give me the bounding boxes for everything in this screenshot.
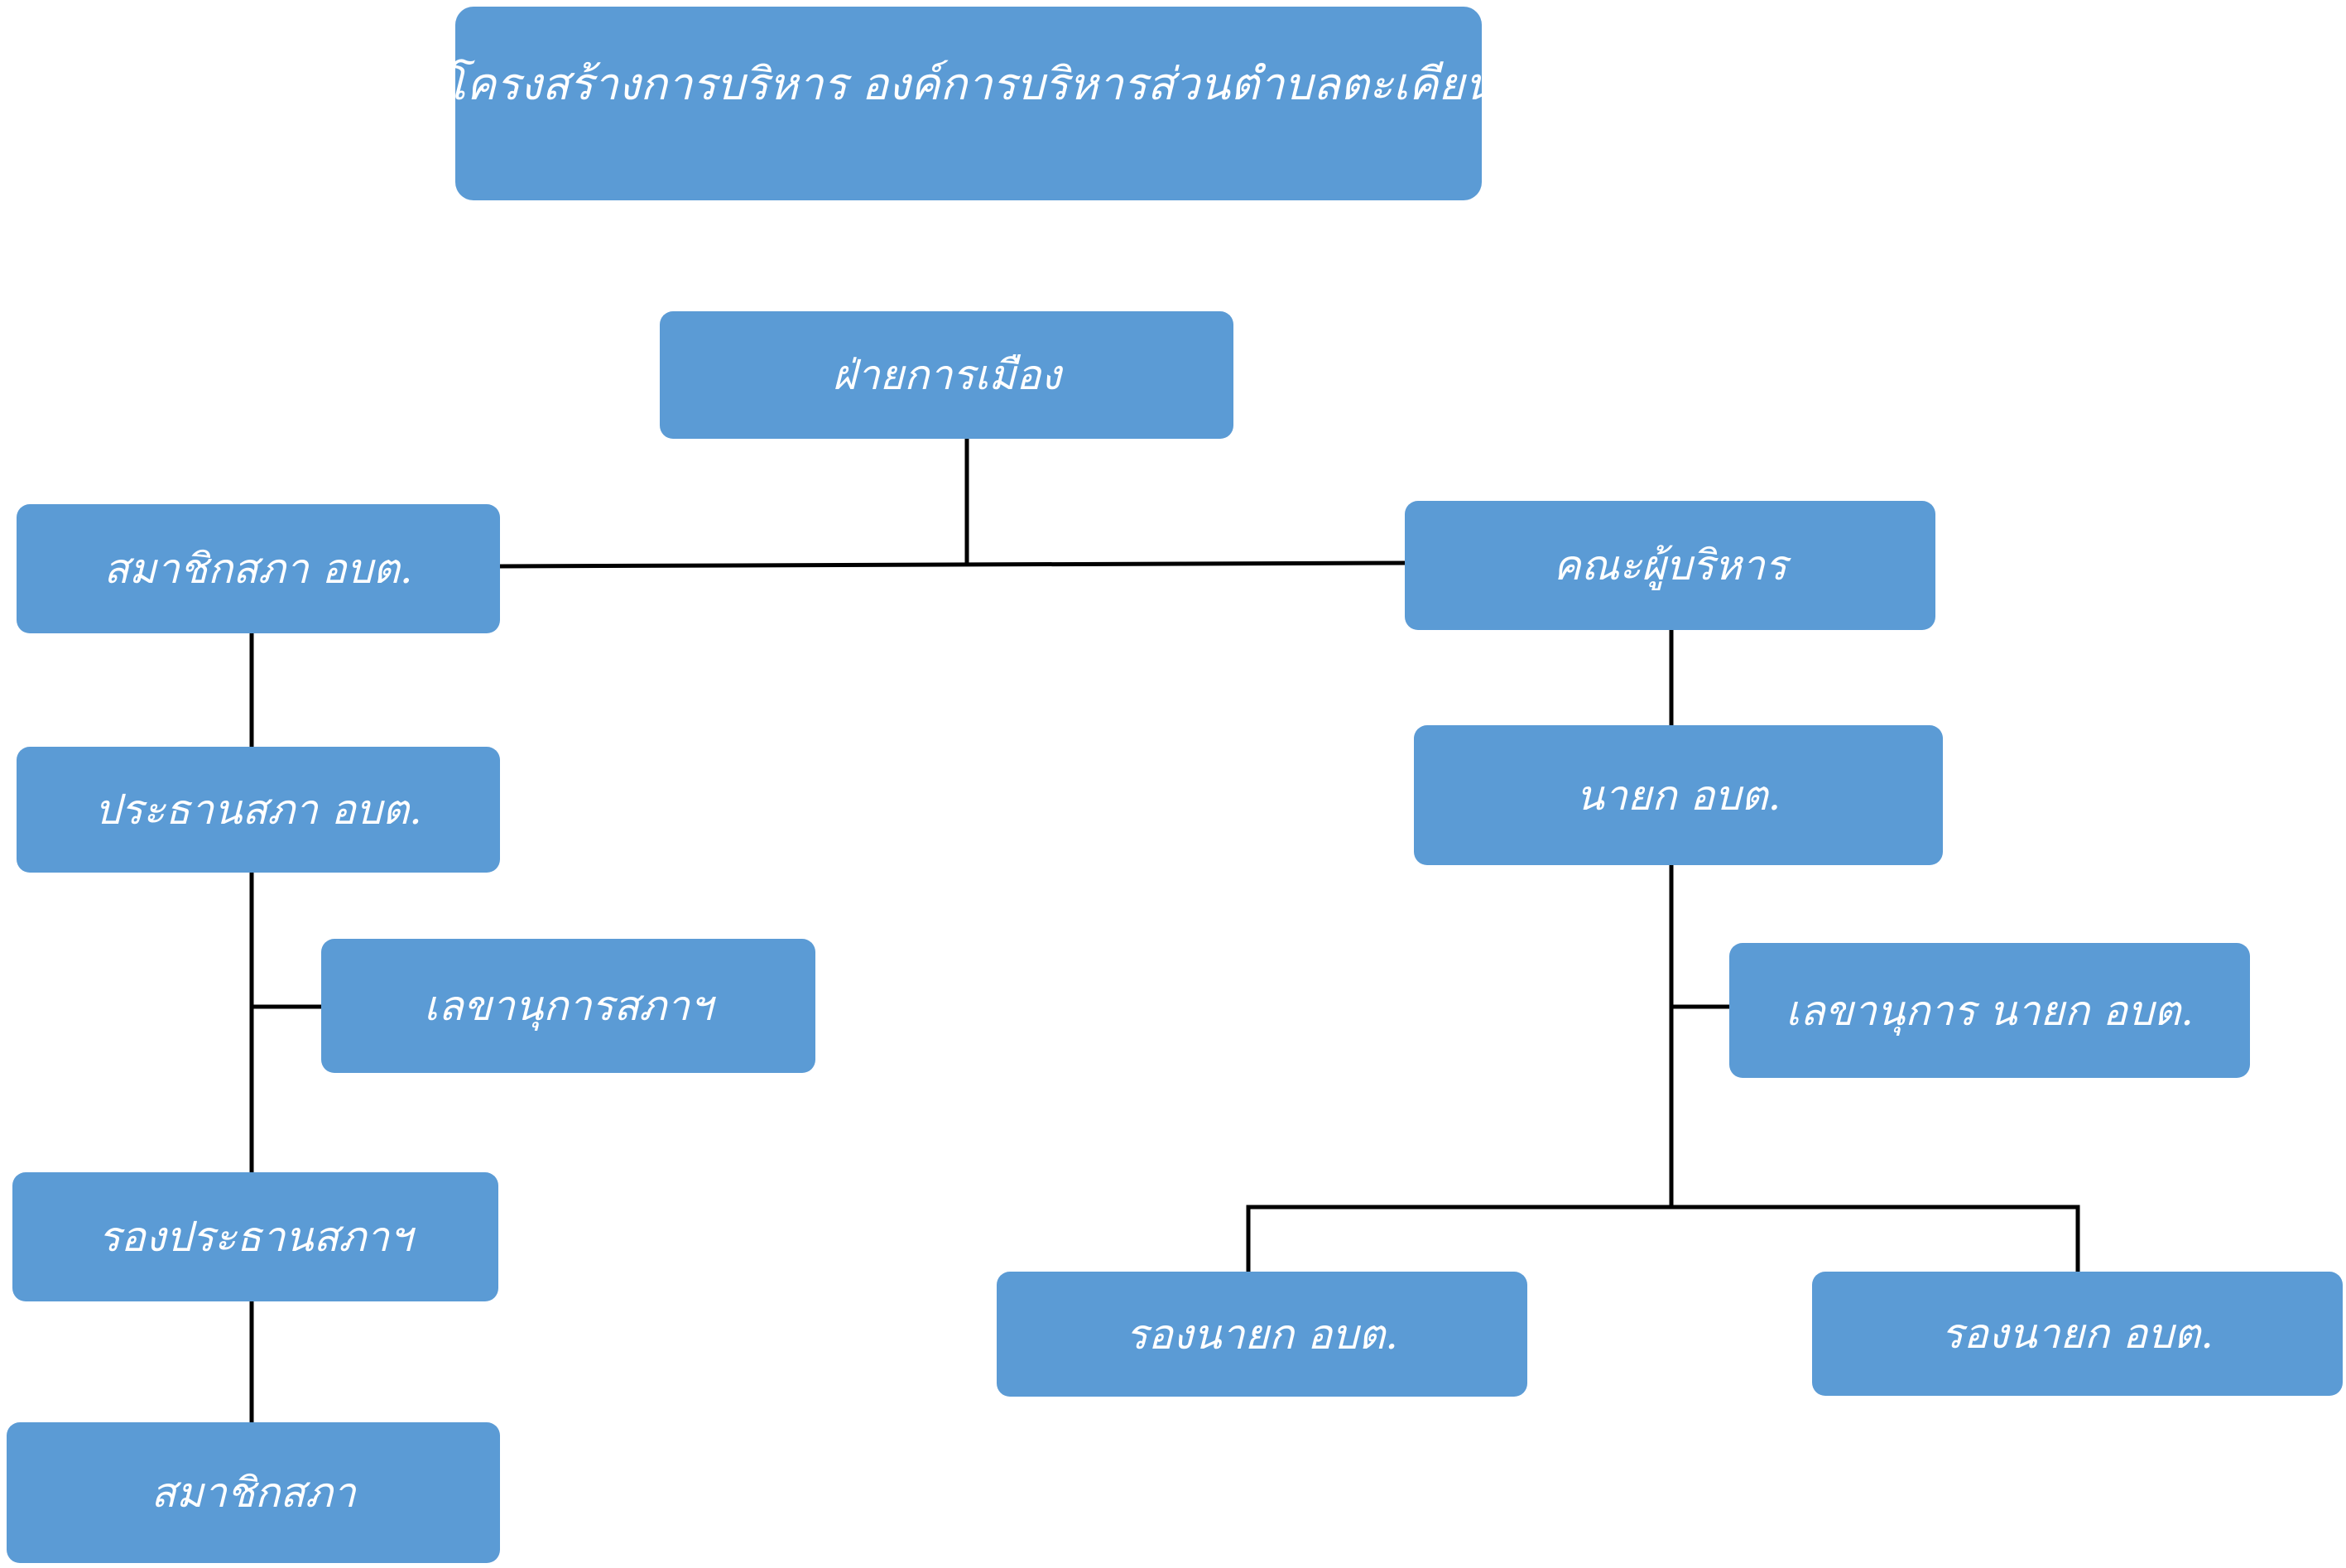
connector-political-branch <box>498 560 1407 569</box>
node-vice-mayor-1-label: รองนายก อบต. <box>1125 1310 1399 1359</box>
node-vice-chair-label: รองประธานสภาฯ <box>98 1213 413 1261</box>
node-political: ฝ่ายการเมือง <box>660 311 1233 439</box>
node-council-members-sao-label: สมาชิกสภา อบต. <box>103 545 413 593</box>
node-council-members-label: สมาชิกสภา <box>151 1469 356 1517</box>
node-council-members: สมาชิกสภา <box>7 1422 500 1563</box>
node-council-chair-label: ประธานสภา อบต. <box>94 786 422 834</box>
node-political-label: ฝ่ายการเมือง <box>832 351 1061 399</box>
node-vice-mayor-1: รองนายก อบต. <box>997 1272 1527 1397</box>
node-mayor: นายก อบต. <box>1414 725 1943 865</box>
node-vice-chair: รองประธานสภาฯ <box>12 1172 498 1301</box>
node-mayor-secretary-label: เลขานุการ นายก อบต. <box>1785 986 2195 1035</box>
node-council-chair: ประธานสภา อบต. <box>17 747 500 873</box>
diagram-title-box: โครงสร้างการบริหาร องค์การบริหารส่วนตำบล… <box>442 7 1495 200</box>
node-mayor-label: นายก อบต. <box>1575 771 1781 820</box>
node-council-members-sao: สมาชิกสภา อบต. <box>17 504 500 633</box>
diagram-title: โครงสร้างการบริหาร องค์การบริหารส่วนตำบล… <box>442 58 1495 110</box>
node-council-secretary-label: เลขานุการสภาฯ <box>424 982 713 1030</box>
node-executives-label: คณะผู้บริหาร <box>1553 541 1787 589</box>
node-executives: คณะผู้บริหาร <box>1405 501 1935 630</box>
node-vice-mayor-2: รองนายก อบต. <box>1812 1272 2343 1396</box>
node-mayor-secretary: เลขานุการ นายก อบต. <box>1729 943 2250 1078</box>
node-vice-mayor-2-label: รองนายก อบต. <box>1940 1310 2214 1358</box>
node-council-secretary: เลขานุการสภาฯ <box>321 939 815 1073</box>
